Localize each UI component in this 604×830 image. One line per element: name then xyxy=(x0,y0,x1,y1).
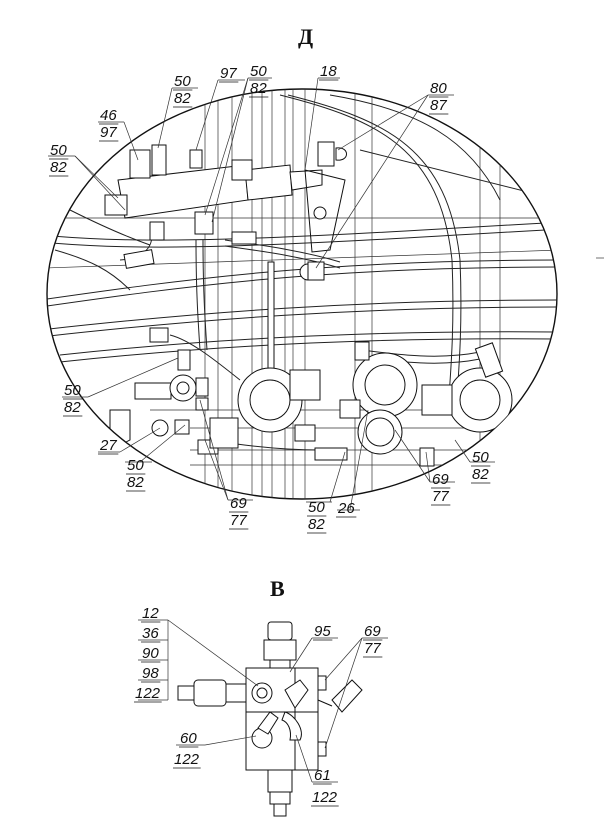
callout-d-13: 26 xyxy=(336,500,357,518)
view-d-title: Д xyxy=(298,24,313,49)
svg-text:122: 122 xyxy=(174,751,200,768)
svg-text:77: 77 xyxy=(364,640,381,657)
callout-d-9: 27 xyxy=(98,437,119,455)
svg-text:60: 60 xyxy=(180,730,197,747)
bracket xyxy=(267,141,347,413)
callout-v-stack: 12 36 90 98 122 xyxy=(134,605,162,703)
svg-text:50: 50 xyxy=(250,63,267,80)
svg-text:82: 82 xyxy=(308,516,325,533)
svg-text:97: 97 xyxy=(100,124,117,141)
callout-d-6: 46 97 xyxy=(99,107,119,142)
valve-block-top xyxy=(104,144,323,269)
callout-d-11: 69 77 xyxy=(229,495,249,530)
callouts-v: 12 36 90 98 122 95 69 77 60 122 61 122 xyxy=(134,605,383,807)
svg-text:50: 50 xyxy=(472,449,489,466)
svg-text:50: 50 xyxy=(127,457,144,474)
callout-d-7: 50 82 xyxy=(249,63,269,98)
callout-d-14: 69 77 xyxy=(431,471,451,506)
svg-text:87: 87 xyxy=(430,97,447,114)
callout-d-2: 97 xyxy=(219,65,239,83)
svg-text:77: 77 xyxy=(230,512,247,529)
view-v-title: В xyxy=(270,576,285,601)
callout-v-3: 60 122 xyxy=(173,730,201,769)
svg-text:97: 97 xyxy=(220,65,237,82)
svg-text:12: 12 xyxy=(142,605,159,622)
top-cap xyxy=(267,621,293,641)
callout-d-8: 50 82 xyxy=(63,382,83,417)
callout-d-10: 50 82 xyxy=(126,457,146,492)
callout-v-2: 69 77 xyxy=(363,623,383,658)
svg-text:82: 82 xyxy=(250,80,267,97)
svg-text:69: 69 xyxy=(432,471,449,488)
callout-d-1: 50 82 xyxy=(49,142,69,177)
svg-text:18: 18 xyxy=(320,63,337,80)
svg-text:77: 77 xyxy=(432,488,449,505)
svg-text:82: 82 xyxy=(174,90,191,107)
svg-text:98: 98 xyxy=(142,665,159,682)
svg-text:50: 50 xyxy=(64,382,81,399)
callout-v-1: 95 xyxy=(313,623,333,641)
callout-d-4: 18 xyxy=(319,63,339,81)
hoses xyxy=(47,94,557,451)
svg-text:46: 46 xyxy=(100,107,117,124)
leaders-d xyxy=(48,77,604,511)
view-d-detail: 50 82 97 50 82 18 80 87 46 97 50 xyxy=(46,63,604,534)
svg-text:90: 90 xyxy=(142,645,159,662)
svg-text:122: 122 xyxy=(135,685,161,702)
svg-text:27: 27 xyxy=(99,437,117,454)
svg-text:82: 82 xyxy=(472,466,489,483)
svg-text:122: 122 xyxy=(312,789,338,806)
svg-text:50: 50 xyxy=(308,499,325,516)
svg-text:61: 61 xyxy=(314,767,331,784)
callout-v-4: 61 122 xyxy=(311,767,339,807)
pumps xyxy=(237,341,513,467)
svg-text:80: 80 xyxy=(430,80,447,97)
left-valve-group xyxy=(109,327,239,455)
svg-text:36: 36 xyxy=(142,625,159,642)
svg-text:95: 95 xyxy=(314,623,331,640)
svg-text:69: 69 xyxy=(230,495,247,512)
svg-text:26: 26 xyxy=(337,500,355,517)
callout-d-12: 50 82 xyxy=(307,499,327,534)
svg-text:82: 82 xyxy=(64,399,81,416)
leaders-v xyxy=(138,619,388,783)
callout-d-5: 80 87 xyxy=(429,80,449,115)
callout-d-15: 50 82 xyxy=(471,449,491,484)
view-d-boundary xyxy=(46,88,558,500)
svg-text:69: 69 xyxy=(364,623,381,640)
svg-text:50: 50 xyxy=(174,73,191,90)
svg-text:82: 82 xyxy=(50,159,67,176)
svg-text:82: 82 xyxy=(127,474,144,491)
callouts-d: 50 82 97 50 82 18 80 87 46 97 50 xyxy=(49,63,491,534)
svg-text:50: 50 xyxy=(50,142,67,159)
callout-d-3: 50 82 xyxy=(173,73,193,108)
